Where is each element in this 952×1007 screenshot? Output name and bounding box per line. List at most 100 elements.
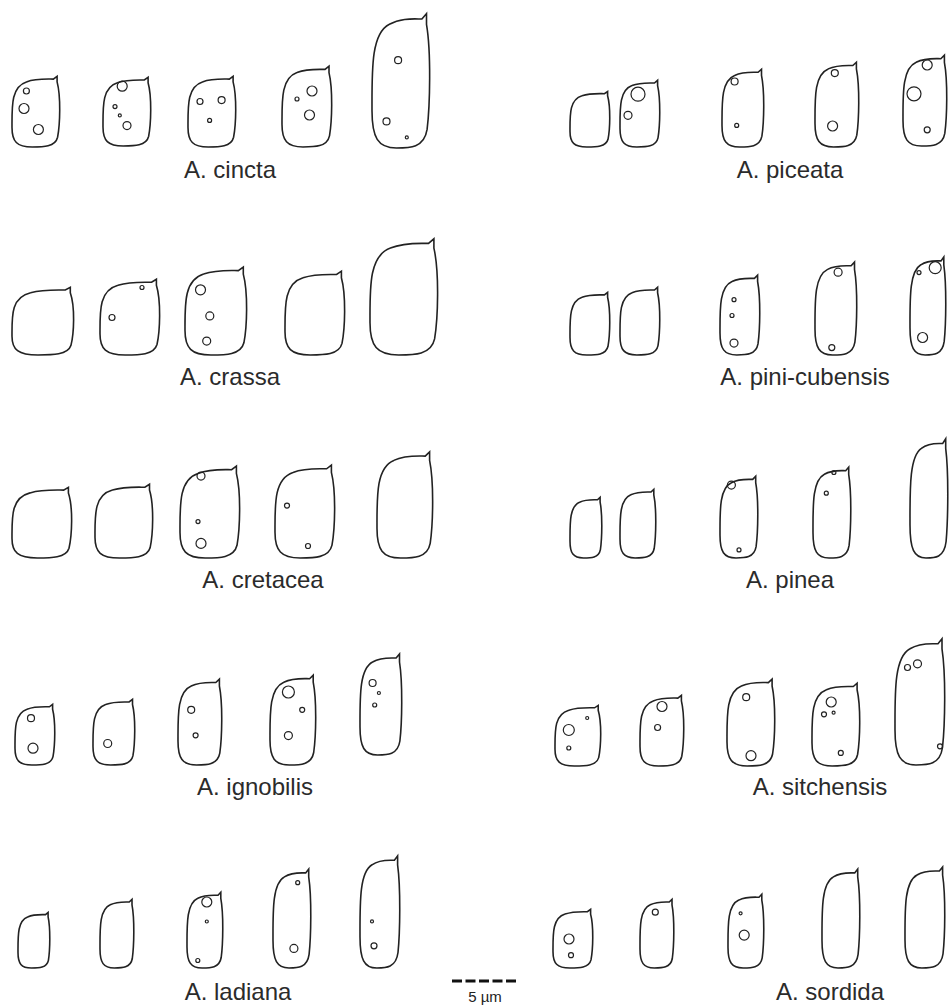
spore-outline <box>275 465 335 558</box>
spore-outline <box>570 92 610 148</box>
spore-outline <box>720 275 760 355</box>
oil-drop <box>831 70 838 77</box>
spore-outline <box>180 466 240 558</box>
oil-drop <box>383 118 390 125</box>
spore-outline <box>270 675 316 765</box>
oil-drop <box>828 121 838 131</box>
oil-drop <box>306 544 311 549</box>
spore-outline <box>640 695 684 766</box>
oil-drop <box>205 920 208 923</box>
scale-bar <box>452 980 516 983</box>
species-label: A. cretacea <box>202 568 323 592</box>
spore-outline <box>12 287 74 355</box>
spore-outline <box>377 452 433 558</box>
oil-drop <box>737 548 741 552</box>
oil-drop <box>730 339 738 347</box>
oil-drop <box>905 665 911 671</box>
spore-outline <box>100 279 160 355</box>
spore-outline <box>93 699 135 765</box>
spore-outline <box>822 869 860 968</box>
spore-outline <box>555 705 601 766</box>
spore-outline <box>282 66 332 147</box>
oil-drop <box>196 520 200 524</box>
spore-outline <box>372 14 430 148</box>
oil-drop <box>296 881 300 885</box>
oil-drop <box>914 660 922 668</box>
spore-outline <box>815 62 859 147</box>
spore-outline <box>905 867 945 968</box>
spore-outline <box>910 439 948 558</box>
oil-drop <box>23 88 29 94</box>
species-label: A. sordida <box>776 980 884 1004</box>
spore-outline <box>360 654 402 755</box>
spore-outline <box>553 909 593 968</box>
spore-outline <box>103 77 151 146</box>
spore-outline <box>100 899 134 968</box>
oil-drop <box>117 81 127 91</box>
oil-drop <box>938 744 943 749</box>
species-label: A. cincta <box>184 158 276 182</box>
oil-drop <box>202 897 212 907</box>
oil-drop <box>218 97 225 104</box>
oil-drop <box>118 114 121 117</box>
spore-outline <box>727 679 775 766</box>
oil-drop <box>655 725 661 731</box>
oil-drop <box>371 920 374 923</box>
oil-drop <box>832 711 835 714</box>
spore-outline <box>273 869 311 968</box>
oil-drop <box>826 697 836 707</box>
oil-drop <box>739 912 742 915</box>
oil-drop <box>832 471 836 475</box>
oil-drop <box>282 686 294 698</box>
spore-outline <box>620 489 656 558</box>
oil-drop <box>838 750 843 755</box>
spore-outline <box>95 484 153 558</box>
spore-outline <box>620 287 660 355</box>
oil-drop <box>834 268 842 276</box>
spore-outline <box>910 257 946 355</box>
oil-drop <box>567 746 571 750</box>
spore-outline <box>187 892 223 968</box>
spore-outline <box>360 856 400 968</box>
oil-drop <box>28 743 38 753</box>
oil-drop <box>203 337 211 345</box>
spore-outline <box>620 80 660 147</box>
oil-drop <box>564 934 574 944</box>
spore-outline <box>815 262 857 355</box>
spore-outline <box>640 899 674 968</box>
oil-drop <box>563 725 574 736</box>
oil-drop <box>104 740 112 748</box>
oil-drop <box>929 262 941 274</box>
spore-outline <box>903 55 947 146</box>
oil-drop <box>631 87 645 101</box>
oil-drop <box>208 118 212 122</box>
oil-drop <box>924 127 930 133</box>
oil-drop <box>652 909 658 915</box>
oil-drop <box>743 694 750 701</box>
oil-drop <box>739 930 749 940</box>
oil-drop <box>140 286 144 290</box>
spore-outline <box>728 894 764 968</box>
spore-outline <box>285 271 345 355</box>
oil-drop <box>305 110 315 120</box>
oil-drop <box>731 78 738 85</box>
species-label: A. ladiana <box>185 980 292 1004</box>
spore-outline <box>813 467 851 558</box>
oil-drop <box>197 99 203 105</box>
spore-outline <box>570 292 610 355</box>
species-label: A. pini-cubensis <box>720 365 889 389</box>
species-label: A. piceata <box>737 158 844 182</box>
oil-drop <box>109 315 115 321</box>
spore-outline <box>185 267 247 355</box>
oil-drop <box>307 86 317 96</box>
spore-outline <box>12 76 60 147</box>
spore-outline <box>570 497 602 558</box>
spore-outline <box>720 476 758 558</box>
oil-drop <box>624 111 632 119</box>
spore-outline <box>895 639 945 765</box>
oil-drop <box>300 707 305 712</box>
spore-outline <box>370 239 438 355</box>
species-label: A. crassa <box>180 365 280 389</box>
oil-drop <box>285 503 290 508</box>
